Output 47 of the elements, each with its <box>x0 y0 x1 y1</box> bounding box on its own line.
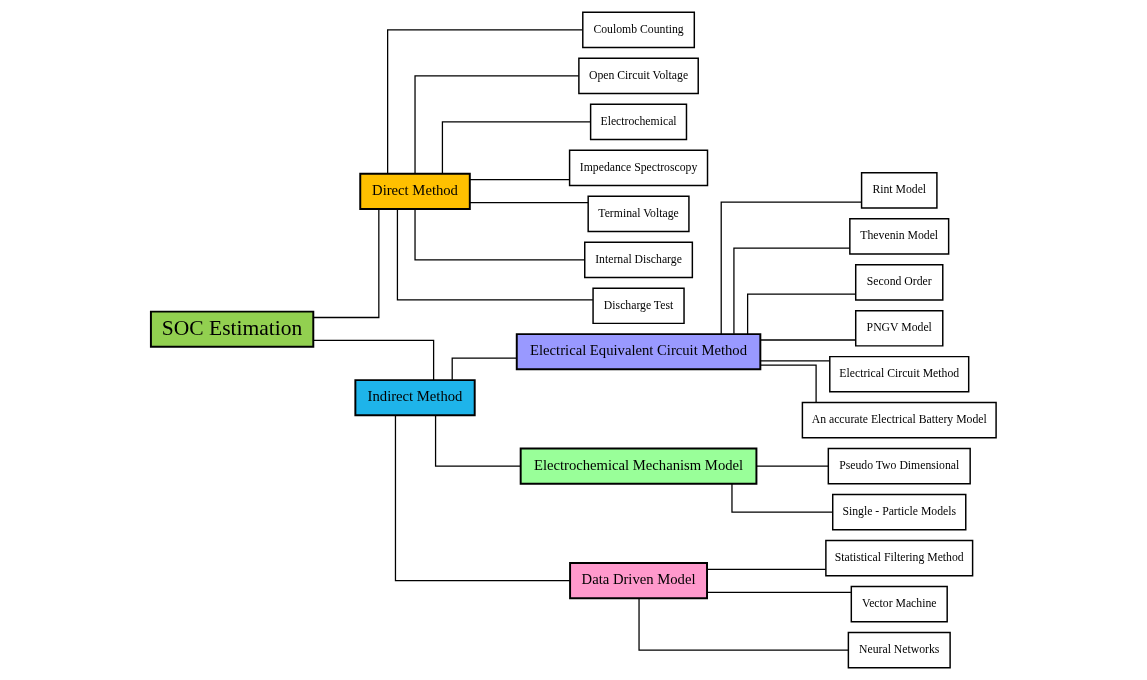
connector <box>414 75 580 175</box>
connector <box>733 247 851 335</box>
node-box: Impedance Spectroscopy <box>568 149 709 187</box>
node-box: Coulomb Counting <box>582 11 696 49</box>
connector <box>387 29 584 175</box>
node-box: Neural Networks <box>847 631 951 669</box>
node-box: Electrical Equivalent Circuit Method <box>515 333 762 371</box>
connector <box>759 339 857 341</box>
node-box: Second Order <box>854 263 944 301</box>
connector <box>313 208 380 319</box>
node-box: Internal Discharge <box>584 241 694 279</box>
node-box: Thevenin Model <box>849 217 950 255</box>
node-box: An accurate Electrical Battery Model <box>801 401 997 439</box>
connector <box>414 208 586 261</box>
connector <box>720 201 863 335</box>
connector <box>759 364 817 404</box>
connector <box>434 414 522 467</box>
node-box: Single - Particle Models <box>832 493 967 531</box>
node-box: Pseudo Two Dimensional <box>827 447 971 485</box>
node-box: Terminal Voltage <box>587 195 690 233</box>
node-box: Indirect Method <box>354 379 476 417</box>
node-box: Electrochemical <box>589 103 688 141</box>
connector <box>747 293 857 335</box>
connector <box>756 465 829 467</box>
node-box: Statistical Filtering Method <box>825 539 974 577</box>
connector <box>638 597 849 651</box>
node-box: Electrochemical Mechanism Model <box>519 447 758 485</box>
node-box: Vector Machine <box>850 585 948 623</box>
connector <box>759 360 831 362</box>
connector <box>396 208 594 301</box>
node-box: SOC Estimation <box>149 310 315 348</box>
node-box: Discharge Test <box>592 287 685 325</box>
node-box: PNGV Model <box>854 309 944 347</box>
connector <box>706 591 852 593</box>
node-box: Data Driven Model <box>569 562 708 600</box>
node-box: Open Circuit Voltage <box>578 57 699 95</box>
connector <box>394 414 571 582</box>
connector <box>451 357 518 381</box>
node-box: Rint Model <box>860 172 938 209</box>
connector <box>441 121 592 175</box>
connector <box>469 201 589 204</box>
node-box: Direct Method <box>359 172 471 210</box>
connector <box>706 568 827 571</box>
connector <box>312 339 435 381</box>
connector <box>731 483 834 513</box>
node-box: Electrical Circuit Method <box>829 355 970 393</box>
connector <box>469 178 570 181</box>
